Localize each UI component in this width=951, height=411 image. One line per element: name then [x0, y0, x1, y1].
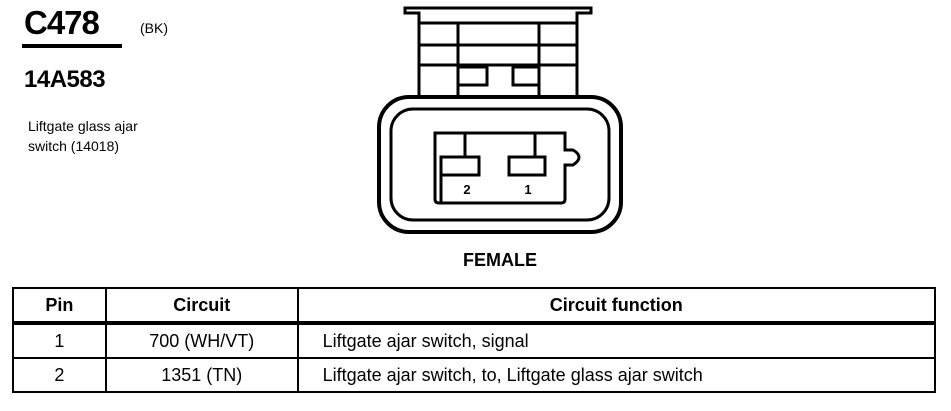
- connector-id-underline: [22, 44, 122, 48]
- part-number: 14A583: [24, 66, 106, 93]
- component-description-line-2: switch (14018): [28, 138, 120, 154]
- table-header-row: Pin Circuit Circuit function: [12, 287, 937, 324]
- cavity-block: [433, 131, 581, 205]
- cell-circuit: 700 (WH/VT): [104, 321, 299, 359]
- cavity-2: 2: [439, 133, 481, 197]
- table-row: 1 700 (WH/VT) Liftgate ajar switch, sign…: [12, 321, 937, 359]
- cell-circuit-function: Liftgate ajar switch, signal: [296, 321, 937, 359]
- cavity-1-label: 1: [524, 182, 531, 197]
- component-description-line-1: Liftgate glass ajar: [28, 118, 138, 134]
- cell-circuit: 1351 (TN): [104, 357, 299, 393]
- connector-gender-label: FEMALE: [463, 250, 537, 270]
- header-circuit-function: Circuit function: [296, 287, 937, 324]
- cell-circuit-function: Liftgate ajar switch, to, Liftgate glass…: [296, 357, 937, 393]
- cell-pin: 2: [12, 357, 107, 393]
- cavity-1: 1: [507, 133, 547, 197]
- connector-shell-inner: [389, 107, 611, 222]
- connector-id: C478: [24, 4, 100, 41]
- cell-pin: 1: [12, 321, 107, 359]
- connector-face-diagram: 2 1: [377, 6, 623, 234]
- connector-shell-outer: [377, 95, 623, 234]
- header-pin: Pin: [12, 287, 107, 324]
- connector-color: (BK): [140, 20, 168, 36]
- component-description: Liftgate glass ajar switch (14018): [28, 116, 198, 156]
- header-circuit: Circuit: [104, 287, 299, 324]
- connector-latch: [403, 6, 593, 97]
- pinout-table: Pin Circuit Circuit function 1 700 (WH/V…: [12, 287, 937, 393]
- table-row: 2 1351 (TN) Liftgate ajar switch, to, Li…: [12, 357, 937, 393]
- cavity-2-label: 2: [463, 182, 470, 197]
